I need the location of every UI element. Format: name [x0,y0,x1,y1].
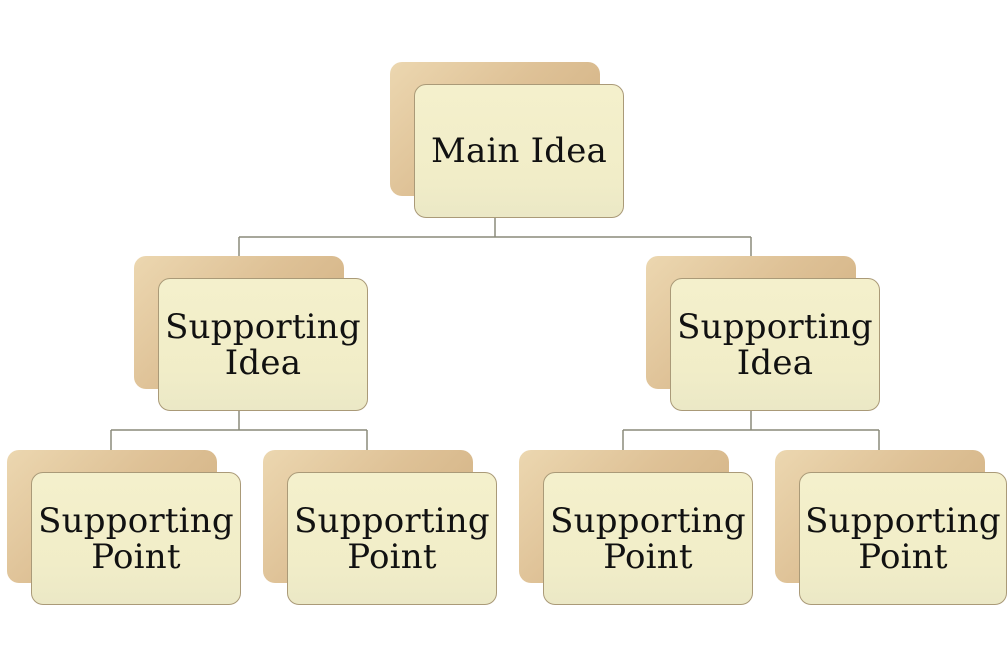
supporting-point-node-3: Supporting Point [519,450,753,605]
main-idea-card: Main Idea [414,84,624,218]
supporting-point-2-line-2: Point [347,536,437,577]
supporting-idea-2-label: Supporting Idea [677,309,873,381]
supporting-point-1-label: Supporting Point [38,503,234,575]
supporting-point-1-line-2: Point [91,536,181,577]
supporting-point-2-label: Supporting Point [294,503,490,575]
main-idea-label: Main Idea [430,131,608,171]
supporting-point-1-card: Supporting Point [31,472,241,605]
supporting-idea-1-line-1: Supporting [165,306,361,347]
supporting-idea-1-line-2: Idea [224,342,302,383]
supporting-idea-node-1: Supporting Idea [134,256,368,411]
supporting-point-4-line-2: Point [858,536,948,577]
supporting-idea-1-label: Supporting Idea [165,309,361,381]
supporting-point-3-label: Supporting Point [550,503,746,575]
supporting-idea-2-card: Supporting Idea [670,278,880,411]
supporting-idea-2-line-1: Supporting [677,306,873,347]
supporting-point-4-line-1: Supporting [805,500,1001,541]
supporting-idea-1-card: Supporting Idea [158,278,368,411]
supporting-point-1-line-1: Supporting [38,500,234,541]
supporting-point-4-card: Supporting Point [799,472,1007,605]
supporting-point-node-2: Supporting Point [263,450,497,605]
supporting-idea-2-line-2: Idea [736,342,814,383]
supporting-point-3-line-1: Supporting [550,500,746,541]
supporting-point-3-card: Supporting Point [543,472,753,605]
supporting-point-node-1: Supporting Point [7,450,241,605]
supporting-point-4-label: Supporting Point [805,503,1001,575]
main-idea-node: Main Idea [390,62,624,218]
supporting-idea-node-2: Supporting Idea [646,256,880,411]
supporting-point-2-line-1: Supporting [294,500,490,541]
supporting-point-3-line-2: Point [603,536,693,577]
supporting-point-2-card: Supporting Point [287,472,497,605]
supporting-point-node-4: Supporting Point [775,450,1008,605]
